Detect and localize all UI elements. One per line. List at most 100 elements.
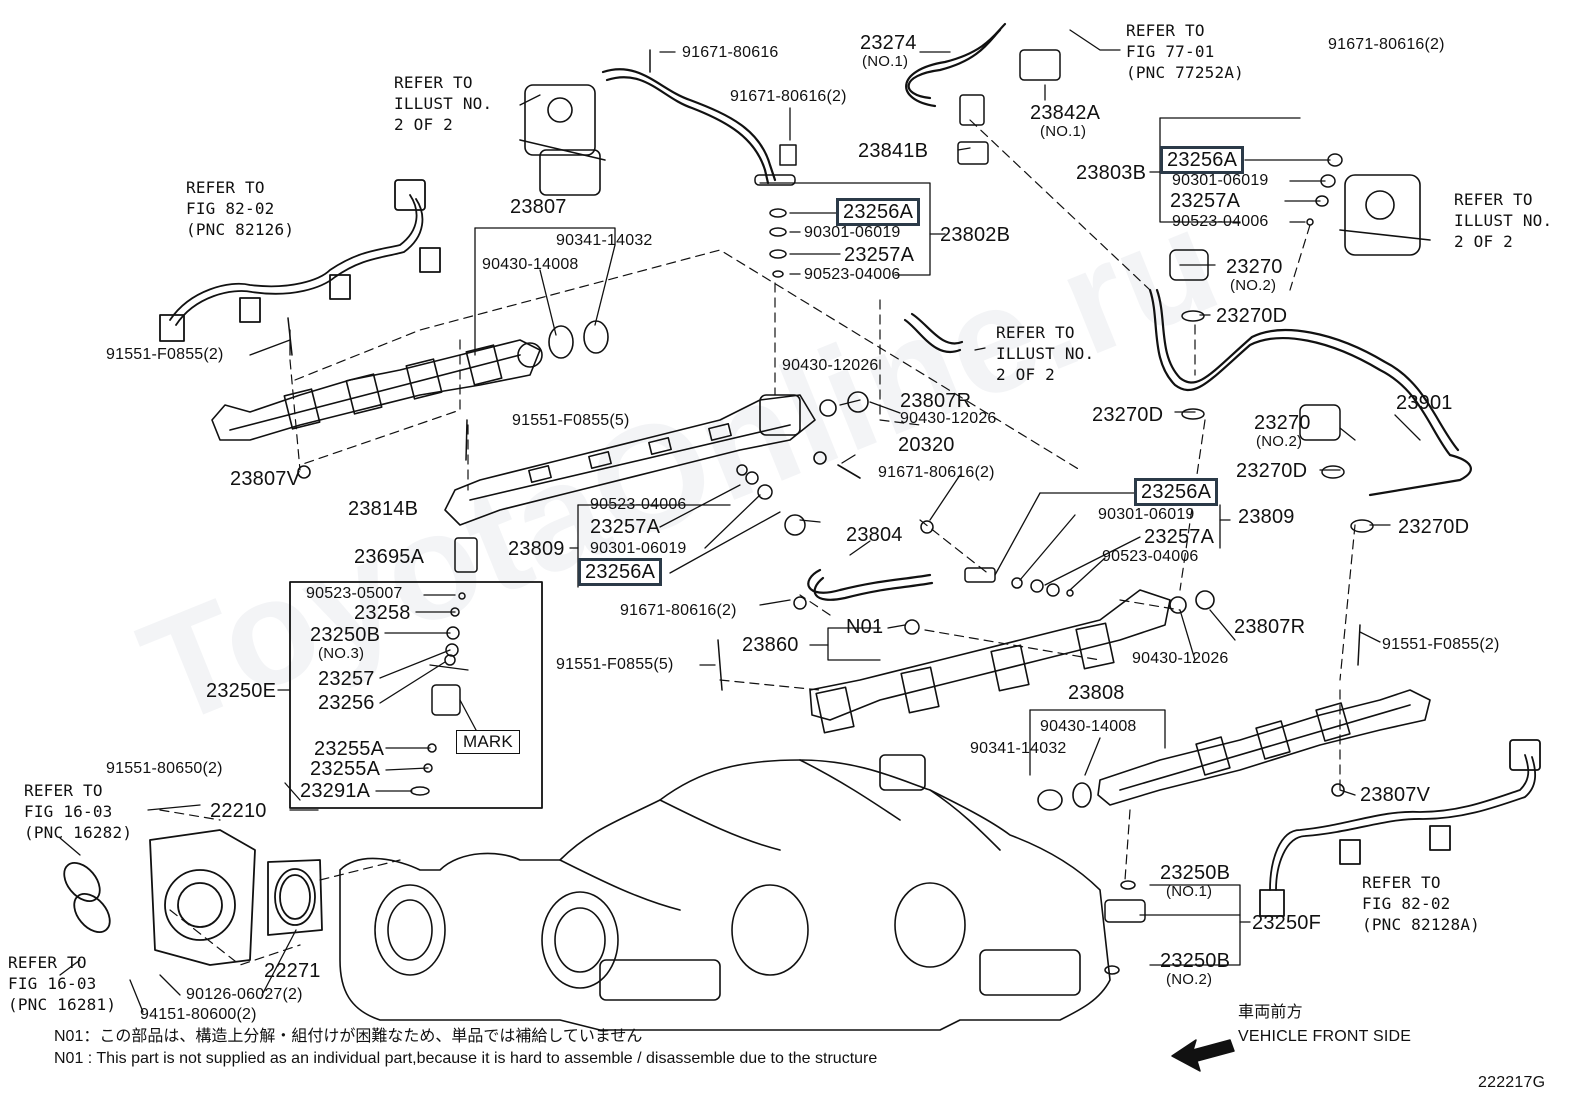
part-label: 23808 bbox=[1068, 682, 1125, 704]
highlighted-part-label[interactable]: 23256A bbox=[1160, 146, 1245, 174]
part-label: 23802B bbox=[940, 224, 1011, 246]
part-label: 23809 bbox=[508, 538, 565, 560]
part-label: 90523-04006 bbox=[590, 496, 687, 513]
fuel-pump-right bbox=[1339, 174, 1431, 256]
part-label: 23803B bbox=[1076, 162, 1147, 184]
part-sublabel: (NO.2) bbox=[1256, 433, 1303, 450]
part-label: N01 bbox=[846, 616, 884, 638]
part-label: 90341-14032 bbox=[556, 232, 653, 249]
front-arrow-icon bbox=[1171, 1039, 1235, 1072]
part-label: 90301-06019 bbox=[1098, 506, 1195, 523]
part-label: 23807V bbox=[230, 468, 301, 490]
small-parts bbox=[287, 49, 1374, 975]
part-label: 23809 bbox=[1238, 506, 1295, 528]
wire-harness-right bbox=[1259, 739, 1541, 917]
part-label: 94151-80600(2) bbox=[140, 1006, 257, 1023]
wire-harness-left bbox=[159, 179, 441, 342]
fuel-pipes bbox=[601, 22, 1472, 601]
refer-illust-left: REFER TO ILLUST NO. 2 OF 2 bbox=[394, 73, 493, 134]
refer-illust-right: REFER TO ILLUST NO. 2 OF 2 bbox=[1454, 190, 1553, 251]
part-label: 23270 bbox=[1226, 256, 1283, 278]
fuel-rail-right bbox=[1037, 689, 1431, 811]
part-label: 90430-14008 bbox=[482, 256, 579, 273]
part-label: 90430-12026 bbox=[900, 410, 997, 427]
part-sublabel: (NO.2) bbox=[1230, 277, 1277, 294]
part-label: 91551-80650(2) bbox=[106, 760, 223, 777]
highlighted-part-label[interactable]: 23256A bbox=[578, 558, 663, 586]
part-label: 91551-F0855(5) bbox=[512, 412, 630, 429]
part-label: 23257A bbox=[844, 244, 915, 266]
part-label: 23807V bbox=[1360, 784, 1431, 806]
part-label: 23807R bbox=[1234, 616, 1306, 638]
part-label: 23842A bbox=[1030, 102, 1101, 124]
refer-fig82-left: REFER TO FIG 82-02 (PNC 82126) bbox=[186, 178, 295, 239]
gasket bbox=[267, 859, 323, 936]
part-label: 90301-06019 bbox=[590, 540, 687, 557]
part-label: 23814B bbox=[348, 498, 419, 520]
part-label: 23250B bbox=[1160, 862, 1231, 884]
part-label: 20320 bbox=[898, 434, 955, 456]
fuel-rail-center bbox=[444, 391, 869, 526]
part-label: 91551-F0855(5) bbox=[556, 656, 674, 673]
part-label: 23257A bbox=[1170, 190, 1241, 212]
dashed-lines bbox=[159, 119, 1356, 966]
part-label: 23270D bbox=[1236, 460, 1308, 482]
part-sublabel: (NO.3) bbox=[318, 645, 365, 662]
part-label: 90523-05007 bbox=[306, 585, 403, 602]
part-label: 90430-12026 bbox=[1132, 650, 1229, 667]
part-label: 23841B bbox=[858, 140, 929, 162]
part-label: 91671-80616 bbox=[682, 44, 779, 61]
part-label: 23257 bbox=[318, 668, 375, 690]
part-label: 23695A bbox=[354, 546, 425, 568]
part-label: 23274 bbox=[860, 32, 917, 54]
injector-kit-box bbox=[289, 581, 543, 809]
part-label: 23270D bbox=[1398, 516, 1470, 538]
refer-fig16-282: REFER TO FIG 16-03 (PNC 16282) bbox=[24, 781, 133, 842]
part-label: 23250E bbox=[206, 680, 277, 702]
refer-illust-mid: REFER TO ILLUST NO. 2 OF 2 bbox=[996, 323, 1095, 384]
part-label: 23270 bbox=[1254, 412, 1311, 434]
part-label: 23807R bbox=[900, 390, 972, 412]
fuel-rail-left bbox=[211, 320, 609, 479]
part-label: 90341-14032 bbox=[970, 740, 1067, 757]
part-label: 90126-06027(2) bbox=[186, 986, 303, 1003]
part-label: 91551-F0855(2) bbox=[1382, 636, 1500, 653]
part-label: 23270D bbox=[1216, 305, 1288, 327]
part-label: 23257A bbox=[590, 516, 661, 538]
front-label-jp: 車両前方 bbox=[1238, 1004, 1303, 1021]
part-label: 23250F bbox=[1252, 912, 1322, 934]
refer-fig82-right: REFER TO FIG 82-02 (PNC 82128A) bbox=[1362, 873, 1480, 934]
throttle-body bbox=[63, 829, 256, 966]
part-label: 23804 bbox=[846, 524, 903, 546]
part-label: 90430-14008 bbox=[1040, 718, 1137, 735]
note-en: N01 : This part is not supplied as an in… bbox=[54, 1050, 878, 1067]
front-label-en: VEHICLE FRONT SIDE bbox=[1238, 1028, 1412, 1045]
part-label: 23250B bbox=[310, 624, 381, 646]
fuel-pump-left bbox=[519, 84, 606, 196]
part-sublabel: (NO.2) bbox=[1166, 971, 1213, 988]
part-label: 23291A bbox=[300, 780, 371, 802]
part-label: 23258 bbox=[354, 602, 411, 624]
part-label: 23250B bbox=[1160, 950, 1231, 972]
highlighted-part-label[interactable]: 23256A bbox=[1134, 478, 1219, 506]
part-label: 91551-F0855(2) bbox=[106, 346, 224, 363]
part-label: 23807 bbox=[510, 196, 567, 218]
refer-fig77: REFER TO FIG 77-01 (PNC 77252A) bbox=[1126, 21, 1244, 82]
part-label: 90301-06019 bbox=[804, 224, 901, 241]
part-label: 23257A bbox=[1144, 526, 1215, 548]
part-label: 90523-04006 bbox=[1102, 548, 1199, 565]
part-label: 91671-80616(2) bbox=[1328, 36, 1445, 53]
part-sublabel: (NO.1) bbox=[862, 53, 909, 70]
part-label: 90523-04006 bbox=[804, 266, 901, 283]
part-label: 91671-80616(2) bbox=[620, 602, 737, 619]
part-label: 23255A bbox=[310, 758, 381, 780]
highlighted-part-label[interactable]: 23256A bbox=[836, 198, 921, 226]
part-label: 23860 bbox=[742, 634, 799, 656]
part-label: 90523-04006 bbox=[1172, 213, 1269, 230]
part-label: 23256 bbox=[318, 692, 375, 714]
part-sublabel: (NO.1) bbox=[1166, 883, 1213, 900]
figure-code: 222217G bbox=[1478, 1074, 1546, 1091]
part-label: 91671-80616(2) bbox=[878, 464, 995, 481]
